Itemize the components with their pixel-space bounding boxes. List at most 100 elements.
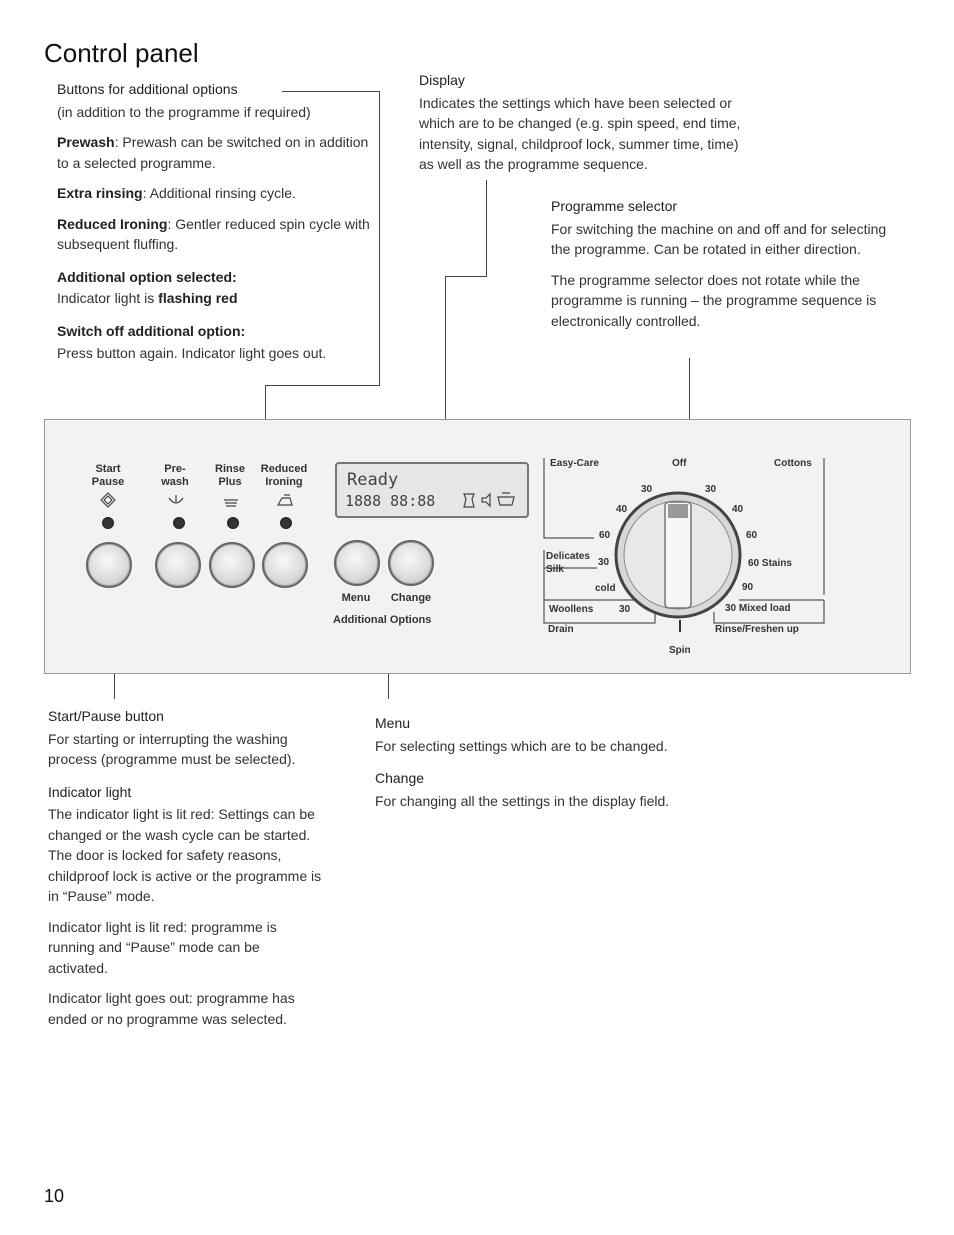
- switch-off-text: Press button again. Indicator light goes…: [57, 345, 327, 361]
- dial-temp: 30: [705, 484, 717, 495]
- indicator-heading: Indicator light: [48, 783, 132, 800]
- leader-line: [689, 358, 690, 444]
- reduced-ironing-label: Reduced Ironing: [259, 463, 309, 489]
- rinse-label-line2: Plus: [218, 476, 242, 488]
- reduced-ironing-button[interactable]: [262, 542, 308, 588]
- rinse-plus-button[interactable]: [209, 542, 255, 588]
- dial-delicates: Delicates: [546, 551, 590, 562]
- leader-line: [379, 91, 380, 386]
- prewash-button[interactable]: [155, 542, 201, 588]
- display-text: Indicates the settings which have been s…: [419, 94, 741, 173]
- ironing-label-line2: Ironing: [265, 476, 303, 488]
- dial-stains: 60 Stains: [748, 558, 792, 569]
- option-selected-heading: Additional option selected:: [57, 268, 237, 285]
- display-digits: 1888 88:88: [345, 492, 436, 510]
- change-heading: Change: [375, 770, 425, 786]
- leader-line: [282, 91, 380, 92]
- switch-off-heading: Switch off additional option:: [57, 322, 246, 339]
- dial-rinse-freshen: Rinse/Freshen up: [715, 624, 799, 635]
- extra-rinsing-desc: Extra rinsing: Additional rinsing cycle.: [57, 183, 372, 204]
- display-ready-text: Ready: [347, 470, 399, 490]
- dial-temp: 60: [599, 530, 611, 541]
- ironing-label-line1: Reduced: [260, 463, 308, 475]
- page-number: 10: [44, 1186, 65, 1206]
- dial-silk: Silk: [546, 564, 564, 575]
- dial-temp: 30: [598, 557, 610, 568]
- menu-change-section: Menu For selecting settings which are to…: [375, 713, 695, 811]
- tub-icon: [168, 495, 184, 504]
- prewash-label-line1: Pre-: [164, 463, 186, 475]
- extra-rinsing-term: Extra rinsing: [57, 185, 143, 201]
- indicator-text2: Indicator light is lit red: programme is…: [48, 918, 277, 976]
- menu-button-label: Menu: [341, 592, 371, 604]
- extra-rinsing-text: : Additional rinsing cycle.: [142, 185, 296, 201]
- start-label-line1: Start: [95, 463, 121, 475]
- dial-temp: 40: [616, 504, 628, 515]
- dial-woollens: Woollens: [549, 604, 594, 615]
- menu-heading: Menu: [375, 715, 411, 731]
- control-panel-illustration: Start Pause Pre- wash Rinse Plus Reduced…: [44, 419, 911, 674]
- reduced-ironing-desc: Reduced Ironing: Gentler reduced spin cy…: [57, 214, 372, 255]
- page-title: Control panel: [44, 38, 199, 68]
- leader-line: [445, 276, 446, 478]
- programme-selector-text2: The programme selector does not rotate w…: [551, 271, 877, 329]
- dial-temp: 60: [746, 530, 758, 541]
- start-pause-heading: Start/Pause button: [48, 708, 164, 724]
- start-pause-button[interactable]: [86, 542, 132, 588]
- option-selected-emph: flashing red: [158, 290, 238, 306]
- programme-selector-text1: For switching the machine on and off and…: [551, 220, 887, 258]
- prewash-label-line2: wash: [161, 476, 189, 488]
- start-pause-text: For starting or interrupting the washing…: [48, 730, 296, 768]
- iron-icon: [276, 494, 293, 506]
- dial-temp: 90: [742, 582, 754, 593]
- option-selected-desc: Indicator light is flashing red: [57, 288, 372, 309]
- dial-temp: 30: [619, 604, 631, 615]
- dial-off: Off: [672, 458, 687, 469]
- prewash-term: Prewash: [57, 134, 115, 150]
- dial-mixed-load: 30 Mixed load: [725, 603, 791, 614]
- leader-line: [265, 385, 380, 386]
- dial-easy-care: Easy-Care: [550, 458, 599, 469]
- programme-selector-knob[interactable]: [613, 490, 743, 620]
- change-button[interactable]: [388, 540, 434, 586]
- prewash-label: Pre- wash: [150, 463, 200, 489]
- start-pause-label: Start Pause: [83, 463, 133, 489]
- display-status-icons: [463, 492, 515, 508]
- indicator-text1: The indicator light is lit red: Settings…: [48, 806, 322, 904]
- leader-line: [445, 276, 487, 277]
- option-selected-text: Indicator light is: [57, 290, 159, 306]
- leader-line: [265, 385, 266, 444]
- start-label-line2: Pause: [91, 476, 125, 488]
- programme-selector-section: Programme selector For switching the mac…: [551, 196, 891, 331]
- rinse-label-line1: Rinse: [215, 463, 245, 475]
- display-section: Display Indicates the settings which hav…: [419, 70, 749, 175]
- programme-selector-heading: Programme selector: [551, 198, 678, 214]
- dial-cottons: Cottons: [774, 458, 812, 469]
- change-button-label: Change: [390, 592, 432, 604]
- dial-spin: Spin: [669, 645, 691, 656]
- programme-dial-frame: [543, 458, 825, 632]
- leader-line: [486, 180, 487, 277]
- dial-cold: cold: [595, 583, 616, 594]
- rinse-plus-label: Rinse Plus: [205, 463, 255, 489]
- dial-temp: 40: [732, 504, 744, 515]
- display-heading: Display: [419, 72, 465, 88]
- diamond-icon: [100, 492, 116, 508]
- lcd-display: Ready 1888 88:88: [335, 462, 529, 518]
- indicator-light: [280, 517, 292, 529]
- start-pause-section: Start/Pause button For starting or inter…: [48, 706, 323, 1029]
- prewash-desc: Prewash: Prewash can be switched on in a…: [57, 132, 372, 173]
- indicator-light: [102, 517, 114, 529]
- reduced-ironing-term: Reduced Ironing: [57, 215, 168, 232]
- indicator-text3: Indicator light goes out: programme has …: [48, 990, 295, 1027]
- additional-options-heading: Buttons for additional options: [57, 81, 238, 97]
- additional-options-section: Buttons for additional options (in addit…: [57, 79, 372, 364]
- change-text: For changing all the settings in the dis…: [375, 792, 670, 809]
- menu-button[interactable]: [334, 540, 380, 586]
- menu-text: For selecting settings which are to be c…: [375, 737, 668, 754]
- dial-drain: Drain: [548, 624, 574, 635]
- prewash-text: : Prewash can be switched on in addition…: [57, 134, 369, 171]
- additional-options-subtitle: (in addition to the programme if require…: [57, 103, 311, 120]
- indicator-light: [173, 517, 185, 529]
- reduced-ironing-text: : Gentler reduced spin cycle with subseq…: [57, 215, 370, 253]
